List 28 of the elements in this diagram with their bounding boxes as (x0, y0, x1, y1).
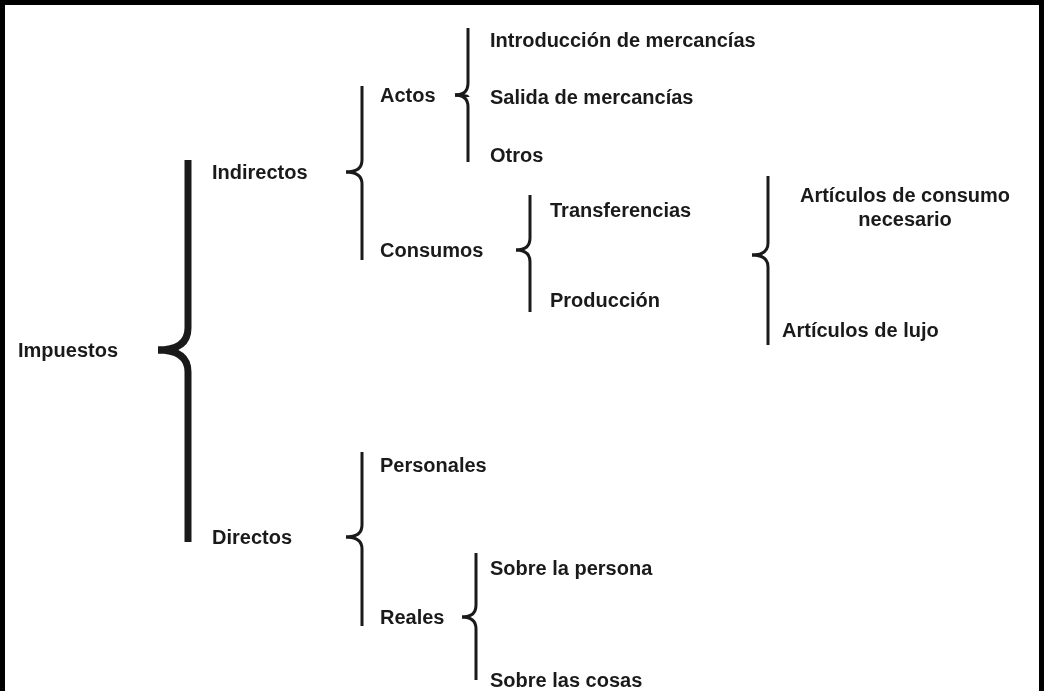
node-label: Indirectos (212, 160, 308, 184)
node-label: Consumos (380, 238, 484, 262)
node-label: Producción (550, 288, 660, 312)
brace-connector (515, 195, 532, 252)
node-label: Artículos de consumo necesario (780, 183, 1030, 231)
node-label: Impuestos (18, 338, 119, 362)
brace-connector (751, 253, 770, 345)
node-label: Directos (212, 525, 293, 549)
node-label: Sobre las cosas (490, 668, 643, 691)
brace-connector (345, 535, 364, 626)
brace-connector (454, 28, 470, 97)
brace-connector (454, 93, 470, 162)
node-label: Transferencias (550, 198, 692, 222)
brace-connector (461, 553, 478, 619)
node-label: Introducción de mercancías (490, 28, 756, 52)
brace-connector (345, 452, 364, 539)
node-label: Actos (380, 83, 436, 107)
brace-connector (345, 86, 364, 174)
brace-connector (345, 170, 364, 260)
node-label: Reales (380, 605, 445, 629)
brace-connector (751, 176, 770, 257)
node-label: Sobre la persona (490, 556, 653, 580)
node-label: Personales (380, 453, 487, 477)
node-label: Artículos de lujo (782, 318, 939, 342)
brace-connector (461, 615, 478, 680)
brace-connector (515, 248, 532, 312)
node-label: Otros (490, 143, 544, 167)
node-label: Salida de mercancías (490, 85, 694, 109)
